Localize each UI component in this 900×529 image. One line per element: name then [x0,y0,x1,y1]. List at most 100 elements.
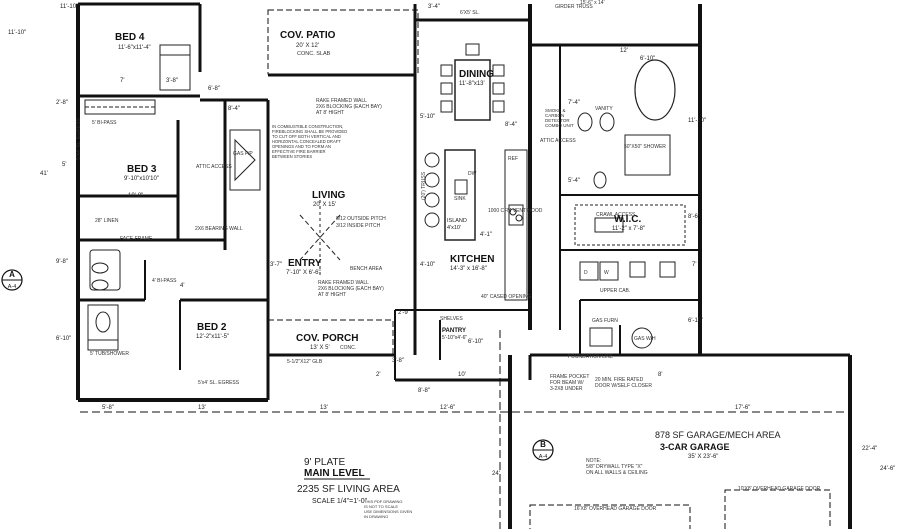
dim-bottom-12-6: 12'-6" [440,405,455,411]
dim-left-9-8: 9'-8" [56,259,68,265]
fire-door-note-1: 20 MIN. FIRE RATED [595,377,644,383]
room-dining-size: 11'-8"x13' [459,81,485,87]
disclaimer-2: IS NOT TO SCALE [364,504,398,509]
fireblock-note-4: HORIZONTAL CONCEALED DRAFT [272,139,341,144]
garage-note-1: NOTE: [586,458,601,464]
sink-note: SINK [454,196,466,202]
dim-left-6-10: 6'-10" [56,336,71,342]
main-level-label: MAIN LEVEL [304,468,365,479]
dim-w-3-7: 3'-7" [270,262,282,268]
trusses-note: (20') TRUSS [421,171,427,200]
dim-w-5-4: 5'-4" [568,178,580,184]
room-bed4-name: BED 4 [115,32,145,43]
girder-truss-note: GIRDER TRUSS [555,4,593,10]
room-living-name: LIVING [312,190,346,201]
marker-b-letter: B [540,440,546,449]
linen-note: 28" LINEN [95,218,119,224]
fireblock-note-3: TO CUT OFF BOTH VERTICAL AND [272,134,341,139]
rake-wall-note-2-line-1: RAKE FRAMED WALL [318,280,369,286]
garage-labels: 878 SF GARAGE/MECH AREA 3-CAR GARAGE 35'… [574,430,821,512]
bench-note: BENCH AREA [350,266,383,272]
marker-b-sheet: A-4 [539,454,548,460]
vanity-note: VANITY [595,106,613,112]
egress-note-1: 5'x4' SL. EGRESS [198,380,240,386]
marker-a-letter: A [9,270,15,279]
garage-name-label: 3-CAR GARAGE [660,442,730,452]
room-cov-patio-name: COV. PATIO [280,30,336,41]
rake-wall-note-2-line-2: 2X6 BLOCKING (EACH BAY) [318,286,384,292]
dim-top-11-10: 11'-10" [60,4,78,10]
disclaimer-4: IN DRAWING [364,514,388,519]
rake-wall-note-2-line-3: AT 8' HIGHT [318,292,346,298]
dim-w-3-8: 3'-8" [166,78,178,84]
fireblock-note-2: FIREBLOCKING SHALL BE PROVIDED [272,129,347,134]
room-bed3-name: BED 3 [127,164,157,175]
dryer-note: D [584,270,588,276]
dim-top-3-4: 3'-4" [428,4,440,10]
dim-bottom-6-10: 6'-10" [468,339,483,345]
dim-bottom-13a: 13' [198,405,206,411]
overhead-door-1: 16'X8' OVERHEAD GARAGE DOOR [574,506,657,512]
walls [76,2,852,529]
room-cov-porch-note: CONC. [340,345,356,351]
room-living-size: 20' X 15' [313,202,336,208]
dim-right-7: 7' [692,262,696,268]
room-pantry-name: PANTRY [442,328,466,334]
dim-w-5-10: 5'-10" [420,114,435,120]
dim-left-41: 41' [40,171,48,177]
dim-w-10-8: 10'-8" [128,193,143,199]
dim-bottom-8-8: 8'-8" [418,388,430,394]
gas-fp-note: GAS F/P [233,151,253,157]
room-wic-name: W.I.C. [614,214,641,225]
pitch-outside: 8/12 OUTSIDE PITCH [336,216,386,222]
room-cov-porch-size: 13' X 5' [310,345,330,351]
frame-pocket-3: 3-2X8 UNDER [550,386,583,392]
dim-w-8-4: 8'-4" [228,106,240,112]
smoke-note-3: DETECTOR [545,118,570,123]
room-entry-name: ENTRY [288,258,322,269]
dim-right-8-6: 8'-6" [688,214,700,220]
room-cov-porch-name: COV. PORCH [296,333,358,344]
room-bed2-name: BED 2 [197,322,227,333]
ref-note: REF [508,156,518,162]
marker-a-sheet: A-4 [8,284,17,290]
vent-note: 1000 CFM VENT HOOD [488,208,543,214]
washer-note: W [604,270,609,276]
dim-bottom-5-8: 5'-8" [102,405,114,411]
fire-door-note-2: DOOR W/SELF CLOSER [595,383,652,389]
frame-pocket-2: FOR BEAM W/ [550,380,584,386]
upper-cab-note: UPPER CAB. [600,288,630,294]
notes: RAKE FRAMED WALL 2X6 BLOCKING (EACH BAY)… [76,0,666,392]
crawl-access-note: CRAWL ACCESS [596,212,636,218]
garage-note-3: ON ALL WALLS & CEILING [586,470,648,476]
room-pantry-size: 5'-10"x4'-6" [442,335,467,341]
section-marker-a: A A-4 [1,269,23,291]
smoke-note-4: COMBO UNIT [545,123,574,128]
dim-bottom-8: 8' [658,372,662,378]
dim-w-4-10: 4'-10" [420,262,435,268]
fireblock-note-1: IN COMBUSTIBLE CONSTRUCTION, [272,124,343,129]
room-wic-size: 11'-2" x 7'-8" [612,226,645,232]
disclaimer-3: USE DIMENSIONS GIVEN [364,509,412,514]
room-entry-size: 7'-10" X 6'-6" [286,270,321,276]
dim-bottom-3-8: 3'-8" [392,358,404,364]
fireblock-note-7: BETWEEN STORIES [272,154,312,159]
dim-bottom-17-6: 17'-6" [735,405,750,411]
egress-note-2: 5'X4' SL. EGRESS [76,117,82,160]
tub-note: 5' TUB/SHOWER [90,351,129,357]
dimensions: 11'-10" 2'-8" 5' 41' 9'-8" 6'-10" 11'-10… [8,4,895,477]
dim-w-4-1: 4'-1" [480,232,492,238]
island-size: 4'x10' [447,225,461,231]
room-kitchen-size: 14'-3" x 16'-8" [450,266,487,272]
beam-note: 5-1/2"X12" GLB [287,359,323,365]
rake-wall-note-1-line-3: AT 8' HIGHT [316,110,344,116]
bipass-note-2: 4' BI-PASS [152,278,177,284]
section-marker-b: B A-4 [532,439,554,461]
room-cov-patio-size: 20' X 12' [296,43,319,49]
overhead-door-2: 10'X8' OVERHEAD GARAGE DOOR [738,486,821,492]
dim-left-2-8: 2'-8" [56,100,68,106]
window-note-2: 15'-6" x 14' [580,0,605,6]
room-dining-name: DINING [459,69,494,80]
